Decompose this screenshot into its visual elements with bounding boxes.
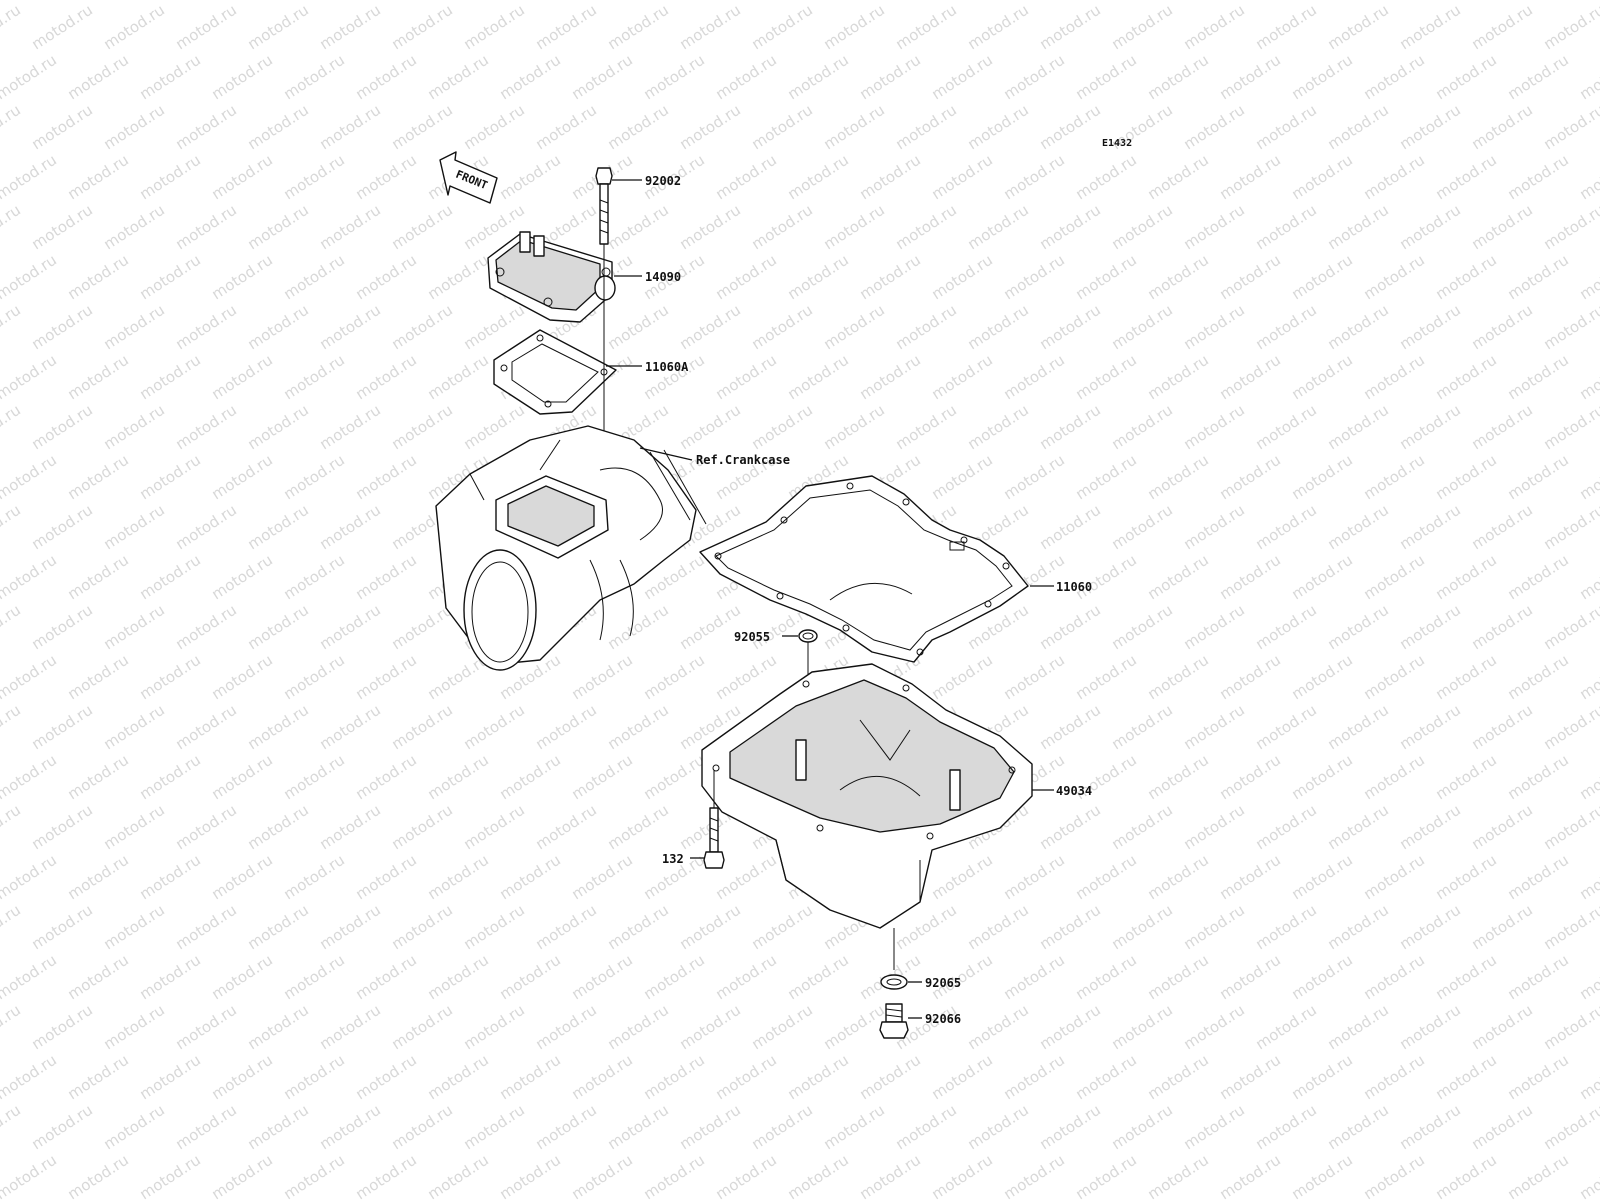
bolt-132-part	[703, 807, 725, 869]
callout-49034: 49034	[1056, 784, 1092, 798]
callout-92002: 92002	[645, 174, 681, 188]
callout-11060: 11060	[1056, 580, 1092, 594]
gasket-11060a-part	[493, 329, 617, 415]
callout-11060a: 11060A	[645, 360, 689, 374]
gasket-11060-part	[699, 475, 1029, 663]
drain-plug-92066-part	[879, 1003, 909, 1039]
callout-ref-crankcase: Ref.Crankcase	[696, 453, 790, 467]
callout-132: 132	[662, 852, 684, 866]
callout-92055: 92055	[734, 630, 770, 644]
breather-cover-14090-part	[487, 231, 616, 323]
crankcase-reference-part	[435, 425, 707, 671]
bolt-92002-part	[595, 167, 613, 245]
oil-pan-49034-part	[701, 663, 1033, 929]
callout-14090: 14090	[645, 270, 681, 284]
callout-92065: 92065	[925, 976, 961, 990]
washer-92065-part	[880, 974, 908, 990]
oring-92055-part	[798, 629, 818, 643]
front-arrow-icon: FRONT	[439, 151, 498, 204]
diagram-code: E1432	[1102, 138, 1132, 149]
callout-92066: 92066	[925, 1012, 961, 1026]
